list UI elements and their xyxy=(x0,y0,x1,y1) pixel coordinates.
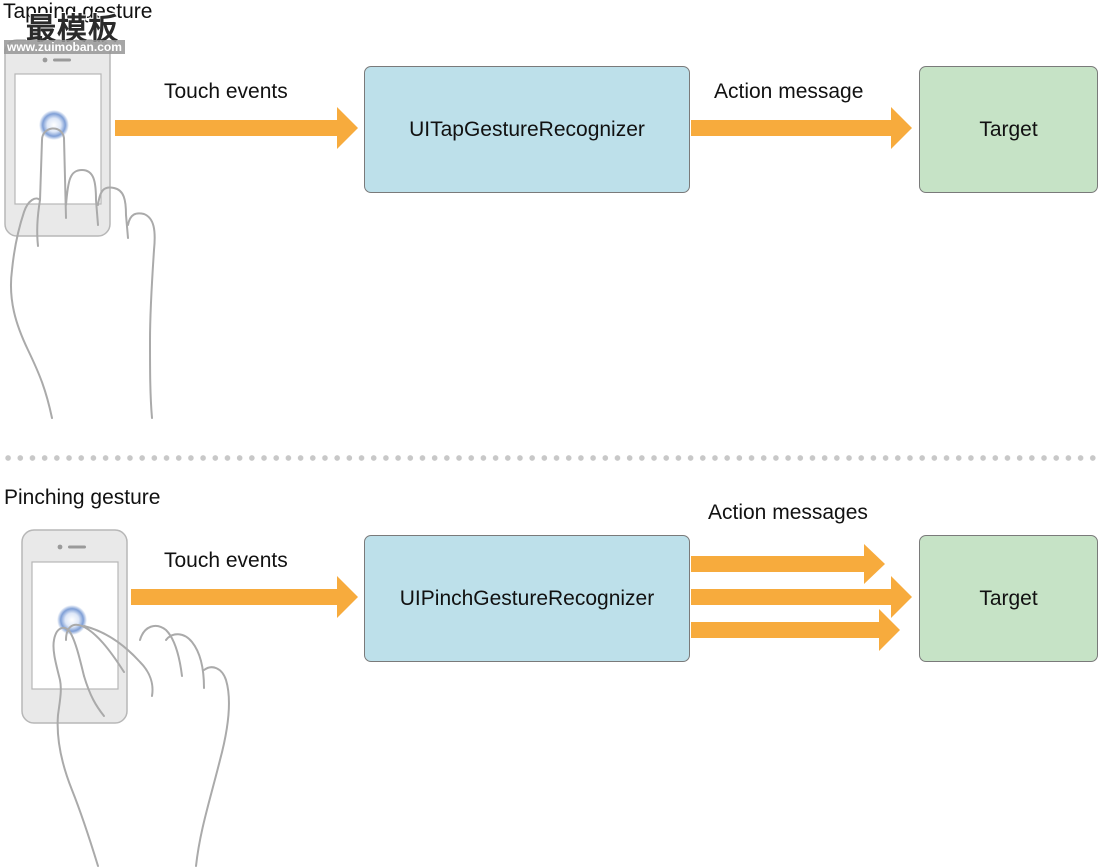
pinch-touch-point-icon xyxy=(57,605,87,635)
tap-action-message-arrow xyxy=(691,107,912,149)
tap-action-message-label: Action message xyxy=(714,80,864,103)
tap-gesture-recognizer-box: UITapGestureRecognizer xyxy=(364,66,690,193)
pinch-action-message-arrow-1 xyxy=(691,544,885,584)
tap-target-box: Target xyxy=(919,66,1098,193)
pinch-touch-events-arrow xyxy=(131,576,358,618)
pinch-action-messages-label: Action messages xyxy=(708,501,868,524)
tap-section-title: Tapping gesture xyxy=(3,0,153,23)
tap-touch-events-arrow xyxy=(115,107,358,149)
pinch-action-message-arrow-3 xyxy=(691,609,900,651)
tap-touch-events-label: Touch events xyxy=(164,80,288,103)
pinch-touch-events-label: Touch events xyxy=(164,549,288,572)
pinch-section-title: Pinching gesture xyxy=(4,486,161,509)
tap-pointing-hand-icon xyxy=(9,127,156,419)
pinch-pinching-hand-icon xyxy=(52,623,230,867)
pinch-gesture-recognizer-box: UIPinchGestureRecognizer xyxy=(364,535,690,662)
pinch-target-box: Target xyxy=(919,535,1098,662)
section-divider xyxy=(0,453,1099,463)
pinch-action-message-arrow-2 xyxy=(691,576,912,618)
pinch-hand-detail xyxy=(83,675,105,717)
tap-hand-detail xyxy=(36,199,41,247)
